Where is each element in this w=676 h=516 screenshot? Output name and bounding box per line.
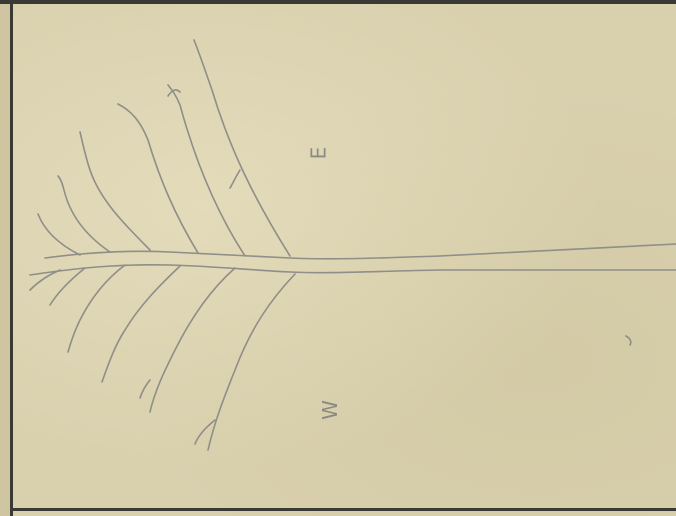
lower-branch-4 [68,265,125,352]
main-channel-upper-edge [45,244,676,259]
lower-branch-1 [208,274,295,450]
label-e: E [308,147,328,160]
lower-branch-5 [50,268,85,305]
upper-branch-6 [38,214,80,255]
main-channel-lower-edge [30,265,676,275]
lower-branch-twig-2 [140,380,150,398]
upper-branch-5 [58,176,110,252]
small-pencil-mark [626,336,631,345]
lower-branch-2 [150,268,235,412]
upper-branch-tick [230,170,240,188]
upper-branch-2 [168,85,245,256]
upper-branch-4 [80,132,150,250]
upper-branch-1 [194,40,290,256]
label-w: W [320,400,340,420]
